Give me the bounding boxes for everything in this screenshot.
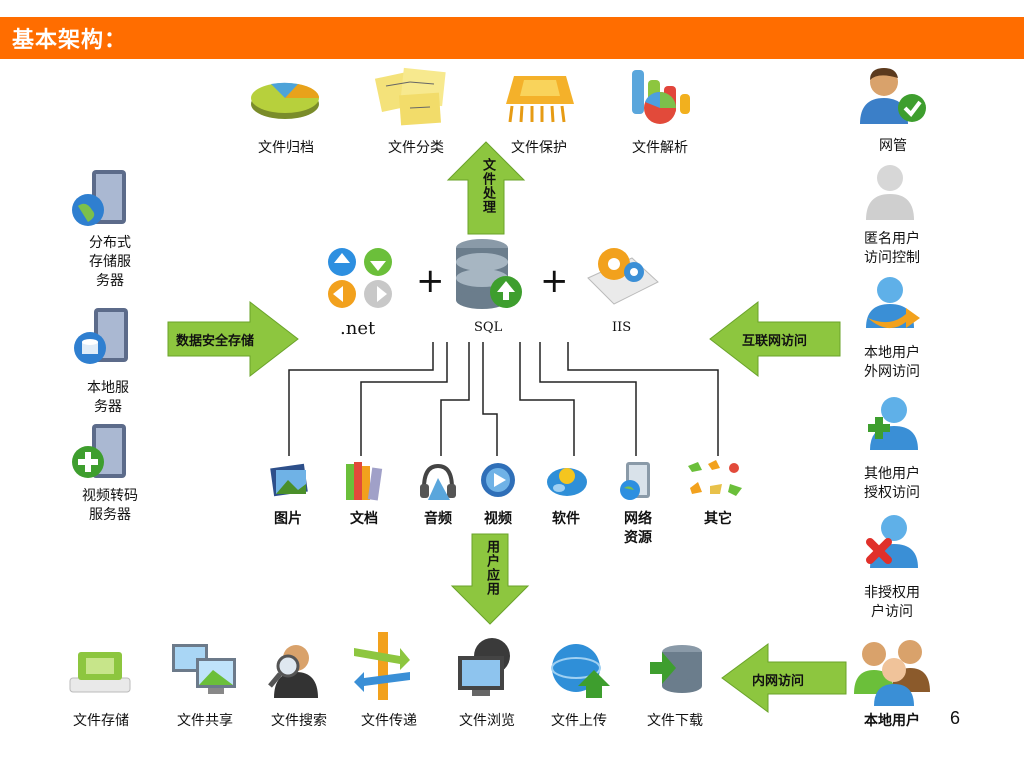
books-icon xyxy=(346,462,383,501)
file-process-label: 文件处理 xyxy=(480,158,495,214)
bar-chart-icon xyxy=(632,70,690,124)
connector-lines xyxy=(288,342,719,456)
picture-icon xyxy=(270,463,308,497)
right-user-authorized-label: 其他用户 授权访问 xyxy=(864,466,920,501)
sql-database-icon xyxy=(456,239,522,309)
data-storage-label: 数据安全存储 xyxy=(176,334,255,349)
transfer-arrows-icon xyxy=(354,632,410,700)
sticky-notes-icon xyxy=(374,67,446,126)
shared-computers-icon xyxy=(172,644,236,694)
title-bar xyxy=(0,17,1024,59)
globe-server-icon xyxy=(72,170,126,226)
pie-chart-icon xyxy=(251,82,320,119)
right-user-local-external-label: 本地用户 外网访问 xyxy=(864,345,920,380)
headphones-icon xyxy=(420,463,456,500)
internet-access-label: 互联网访问 xyxy=(742,334,808,349)
local-users-label: 本地用户 xyxy=(864,713,920,729)
video-server-label: 视频转码 服务器 xyxy=(82,488,138,523)
network-resource-icon xyxy=(620,462,650,500)
internet-access-arrow xyxy=(709,300,841,378)
database-server-icon xyxy=(74,308,128,364)
iis-label: IIS xyxy=(612,320,632,335)
media-audio-label: 音频 xyxy=(424,511,452,527)
dotnet-icon xyxy=(328,248,392,308)
distributed-server-label: 分布式 存储服 务器 xyxy=(89,235,131,289)
top-item-classify: 文件分类 xyxy=(388,140,444,156)
media-document-label: 文档 xyxy=(350,511,378,527)
user-group-icon xyxy=(854,640,930,706)
plus-sign-2: + xyxy=(540,261,569,301)
media-network-label: 网络 资源 xyxy=(624,511,652,546)
media-software-label: 软件 xyxy=(552,511,580,527)
user-app-arrow xyxy=(450,533,530,625)
media-picture-label: 图片 xyxy=(274,511,302,527)
right-user-admin-label: 网管 xyxy=(879,138,907,154)
bottom-item-transfer: 文件传递 xyxy=(361,713,417,729)
upload-globe-icon xyxy=(551,644,610,698)
bottom-item-download: 文件下载 xyxy=(647,713,703,729)
top-item-protect: 文件保护 xyxy=(511,140,567,156)
download-database-icon xyxy=(650,645,702,693)
search-user-icon xyxy=(268,645,318,698)
misc-icons xyxy=(688,460,742,496)
bottom-item-upload: 文件上传 xyxy=(551,713,607,729)
unauthorized-user-icon xyxy=(866,515,918,568)
top-item-parse: 文件解析 xyxy=(632,140,688,156)
right-user-anonymous-label: 匿名用户 访问控制 xyxy=(864,231,920,266)
data-storage-arrow xyxy=(167,300,299,378)
browse-screen-icon xyxy=(458,638,510,696)
local-external-user-icon xyxy=(866,277,920,329)
authorized-user-icon xyxy=(868,397,918,450)
bottom-item-share: 文件共享 xyxy=(177,713,233,729)
software-icon xyxy=(547,468,587,496)
admin-user-icon xyxy=(860,68,926,124)
user-app-label: 用户应用 xyxy=(484,540,499,596)
sql-label: SQL xyxy=(474,320,503,335)
local-server-label: 本地服 务器 xyxy=(87,380,129,415)
anonymous-user-icon xyxy=(866,165,914,220)
bottom-item-search: 文件搜索 xyxy=(271,713,327,729)
bottom-item-browse: 文件浏览 xyxy=(459,713,515,729)
right-user-unauthorized-label: 非授权用 户访问 xyxy=(864,585,920,620)
chip-icon xyxy=(506,76,574,123)
bottom-item-storage: 文件存储 xyxy=(73,713,129,729)
plus-sign-1: + xyxy=(416,261,445,301)
page-title: 基本架构： xyxy=(12,27,128,53)
intranet-access-arrow xyxy=(721,643,847,713)
storage-device-icon xyxy=(69,652,131,693)
top-item-archive: 文件归档 xyxy=(258,140,314,156)
page-number: 6 xyxy=(950,708,961,728)
intranet-access-label: 内网访问 xyxy=(752,674,805,689)
iis-gear-icon xyxy=(587,248,659,305)
media-video-label: 视频 xyxy=(484,511,512,527)
media-other-label: 其它 xyxy=(704,511,732,527)
video-play-icon xyxy=(481,463,515,497)
dotnet-label: .net xyxy=(340,318,376,339)
file-process-arrow xyxy=(446,141,526,235)
video-server-icon xyxy=(72,424,126,478)
